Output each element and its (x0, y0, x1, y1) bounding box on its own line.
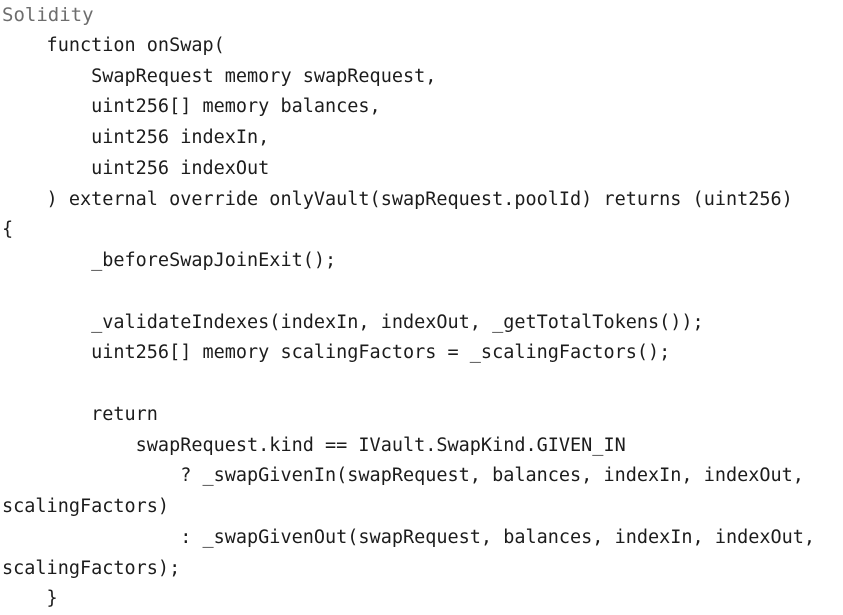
code-line: } (2, 588, 58, 610)
code-line (2, 277, 843, 308)
code-line: function onSwap( (2, 34, 225, 56)
code-lines: function onSwap( SwapRequest memory swap… (2, 31, 843, 615)
code-line: _beforeSwapJoinExit(); (2, 250, 337, 271)
code-line (2, 369, 843, 400)
code-line: ) external override onlyVault(swapReques… (2, 188, 793, 210)
code-line: : _swapGivenOut(swapRequest, balances, i… (2, 526, 816, 548)
code-line: uint256[] memory balances, (2, 96, 381, 118)
code-line: uint256 indexOut (2, 157, 270, 179)
code-line: return (2, 403, 158, 425)
code-line: { (2, 219, 14, 241)
code-line: scalingFactors) (2, 496, 170, 517)
language-label: Solidity (2, 4, 94, 26)
code-line: uint256 indexIn, (2, 127, 270, 148)
code-line: SwapRequest memory swapRequest, (2, 65, 437, 87)
code-line: _validateIndexes(indexIn, indexOut, _get… (2, 311, 704, 333)
code-line: ? _swapGivenIn(swapRequest, balances, in… (2, 465, 804, 487)
code-line: uint256[] memory scalingFactors = _scali… (2, 342, 671, 364)
code-line: swapRequest.kind == IVault.SwapKind.GIVE… (2, 434, 626, 456)
code-line: scalingFactors); (2, 557, 181, 579)
